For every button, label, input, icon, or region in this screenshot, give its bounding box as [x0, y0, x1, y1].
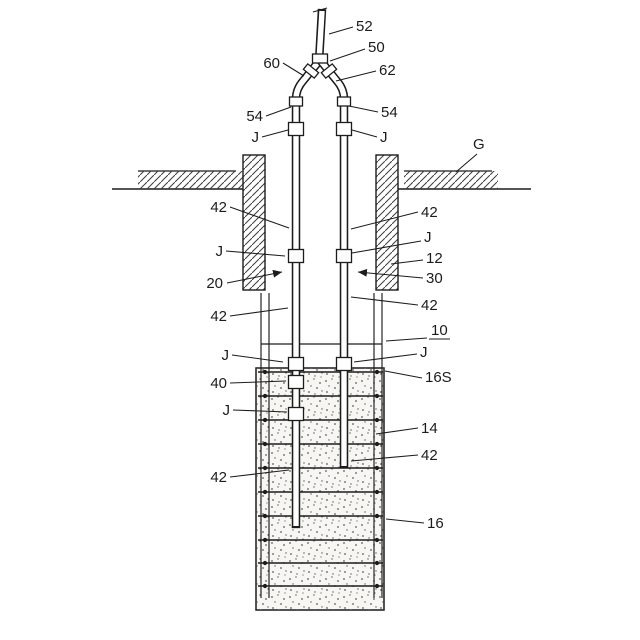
callout-42-mid-left: 42: [210, 307, 289, 325]
pipe-joint: [287, 356, 305, 372]
pipe-joint: [335, 121, 353, 137]
label-J-low-left: J: [222, 347, 230, 364]
branch-collar-right: [320, 62, 338, 80]
callout-42-mid-right: 42: [350, 296, 438, 314]
callout-42-upper-left: 42: [210, 199, 290, 229]
label-16S: 16S: [425, 369, 452, 386]
ground-surface-right: [398, 170, 531, 190]
callout-14: 14: [375, 420, 438, 437]
label-J-mid-left: J: [216, 243, 224, 260]
pipe-joint: [335, 248, 353, 264]
pipe-joint: [335, 356, 353, 372]
callout-10: 10: [385, 322, 450, 342]
label-42-lower-left: 42: [210, 469, 227, 486]
callout-54-left: 54: [246, 106, 292, 125]
callout-G: G: [455, 136, 485, 173]
rebar-ties: [258, 369, 383, 589]
label-G: G: [473, 136, 485, 153]
label-42-upper-left: 42: [210, 199, 227, 216]
branch-collar-left: [302, 62, 320, 80]
ground-surface-left: [112, 170, 243, 190]
callout-52: 52: [328, 18, 373, 35]
label-J-mid-right: J: [424, 229, 432, 246]
pipe-clamp: [287, 374, 305, 390]
callout-30: 30: [357, 268, 443, 287]
callout-42-upper-right: 42: [350, 204, 438, 230]
supply-pipe: [312, 7, 328, 63]
elbow-band-right: [336, 96, 352, 107]
y-junction-fitting: [311, 53, 329, 64]
callout-20: 20: [206, 269, 283, 292]
label-J-top-right: J: [380, 129, 388, 146]
callout-J-top-right: J: [351, 129, 388, 146]
callout-J-low-right: J: [353, 344, 428, 363]
concrete-pile: [255, 367, 385, 611]
callout-60: 60: [263, 55, 305, 77]
elbow-band-left: [288, 96, 304, 107]
callout-J-mid-left: J: [216, 243, 286, 260]
label-42-lower-right: 42: [421, 447, 438, 464]
label-54-right: 54: [381, 104, 398, 121]
callout-40: 40: [210, 375, 287, 392]
label-42-mid-right: 42: [421, 297, 438, 314]
label-J-top-left: J: [252, 129, 260, 146]
label-42-upper-right: 42: [421, 204, 438, 221]
callout-54-right: 54: [348, 104, 398, 121]
casing-right-wall: [375, 154, 399, 291]
label-40: 40: [210, 375, 227, 392]
label-16: 16: [427, 515, 444, 532]
callout-J-top-left: J: [252, 129, 289, 146]
label-50: 50: [368, 39, 385, 56]
pipe-joint: [287, 406, 305, 422]
callout-12: 12: [390, 250, 443, 267]
callout-16S: 16S: [384, 369, 452, 386]
callout-42-lower-right: 42: [350, 447, 438, 464]
callouts: 52 50 60 62 54 54 J J: [206, 18, 484, 532]
label-54-left: 54: [246, 108, 263, 125]
label-52: 52: [356, 18, 373, 35]
callout-62: 62: [335, 62, 396, 82]
rebar-cage: [258, 293, 383, 598]
label-20: 20: [206, 275, 223, 292]
pipe-joint: [287, 121, 305, 137]
label-60: 60: [263, 55, 280, 72]
casing-left-wall: [242, 154, 266, 291]
label-J-low-right: J: [420, 344, 428, 361]
callout-50: 50: [329, 39, 385, 62]
label-10: 10: [431, 322, 448, 339]
callout-J-lower-left: J: [223, 402, 288, 419]
label-42-mid-left: 42: [210, 308, 227, 325]
label-30: 30: [426, 270, 443, 287]
callout-J-mid-right: J: [351, 229, 432, 254]
callout-42-lower-left: 42: [210, 469, 290, 486]
pipe-joint: [287, 248, 305, 264]
label-62: 62: [379, 62, 396, 79]
callout-16: 16: [385, 515, 444, 532]
callout-J-low-left: J: [222, 347, 284, 364]
label-14: 14: [421, 420, 438, 437]
label-12: 12: [426, 250, 443, 267]
label-J-lower-left: J: [223, 402, 231, 419]
